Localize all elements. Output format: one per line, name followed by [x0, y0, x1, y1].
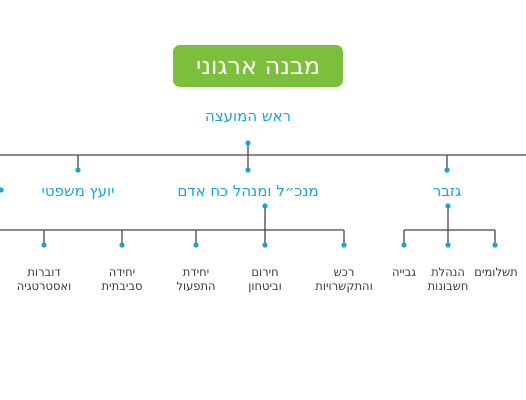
accounting-label-line2: חשבונות — [427, 279, 469, 293]
head-dot — [245, 140, 251, 146]
legal-dot — [75, 167, 81, 173]
ceo-dot — [245, 167, 251, 173]
collection-dot — [401, 242, 407, 248]
procurement-label: רכש והתקשרויות — [312, 265, 376, 293]
spokesperson-label-line2: ואסטרטגיה — [16, 279, 72, 293]
environment-dot — [119, 242, 125, 248]
operations-label-line2: התפעול — [176, 279, 216, 293]
head-label: ראש המועצה — [204, 107, 292, 125]
emergency-label: חירום וביטחון — [237, 265, 293, 293]
environment-label-line1: יחידה — [108, 265, 136, 279]
environment-label: יחידה סביבתית — [92, 265, 152, 293]
emergency-dot — [262, 242, 268, 248]
accounting-label-line1: הנהלת — [431, 265, 465, 279]
ceo-sub-dot — [262, 203, 268, 209]
treasurer-sub-dot — [445, 203, 451, 209]
operations-dot — [193, 242, 199, 248]
collection-label: גבייה — [391, 265, 417, 279]
spokesperson-label-line1: דוברות — [27, 265, 61, 279]
chart-title: מבנה ארגוני — [173, 45, 343, 87]
emergency-label-line1: חירום — [251, 265, 279, 279]
procurement-label-line2: והתקשרויות — [315, 279, 373, 293]
operations-label: יחידת התפעול — [168, 265, 224, 293]
emergency-label-line2: וביטחון — [248, 279, 282, 293]
payments-label: תשלומים — [474, 265, 518, 279]
legal-label: יועץ משפטי — [41, 182, 115, 200]
procurement-dot — [341, 242, 347, 248]
payments-dot — [492, 242, 498, 248]
procurement-label-line1: רכש — [333, 265, 355, 279]
ceo-label: מנכ״ל ומנהל כח אדם — [177, 182, 319, 200]
treasurer-dot — [444, 167, 450, 173]
accounting-dot — [445, 242, 451, 248]
accounting-label: הנהלת חשבונות — [420, 265, 476, 293]
offscreen-node-dot — [0, 187, 4, 193]
treasurer-label: גזבר — [432, 182, 462, 200]
spokesperson-label: דוברות ואסטרטגיה — [8, 265, 80, 293]
operations-label-line1: יחידת — [182, 265, 210, 279]
spokesperson-dot — [41, 242, 47, 248]
environment-label-line2: סביבתית — [101, 279, 143, 293]
